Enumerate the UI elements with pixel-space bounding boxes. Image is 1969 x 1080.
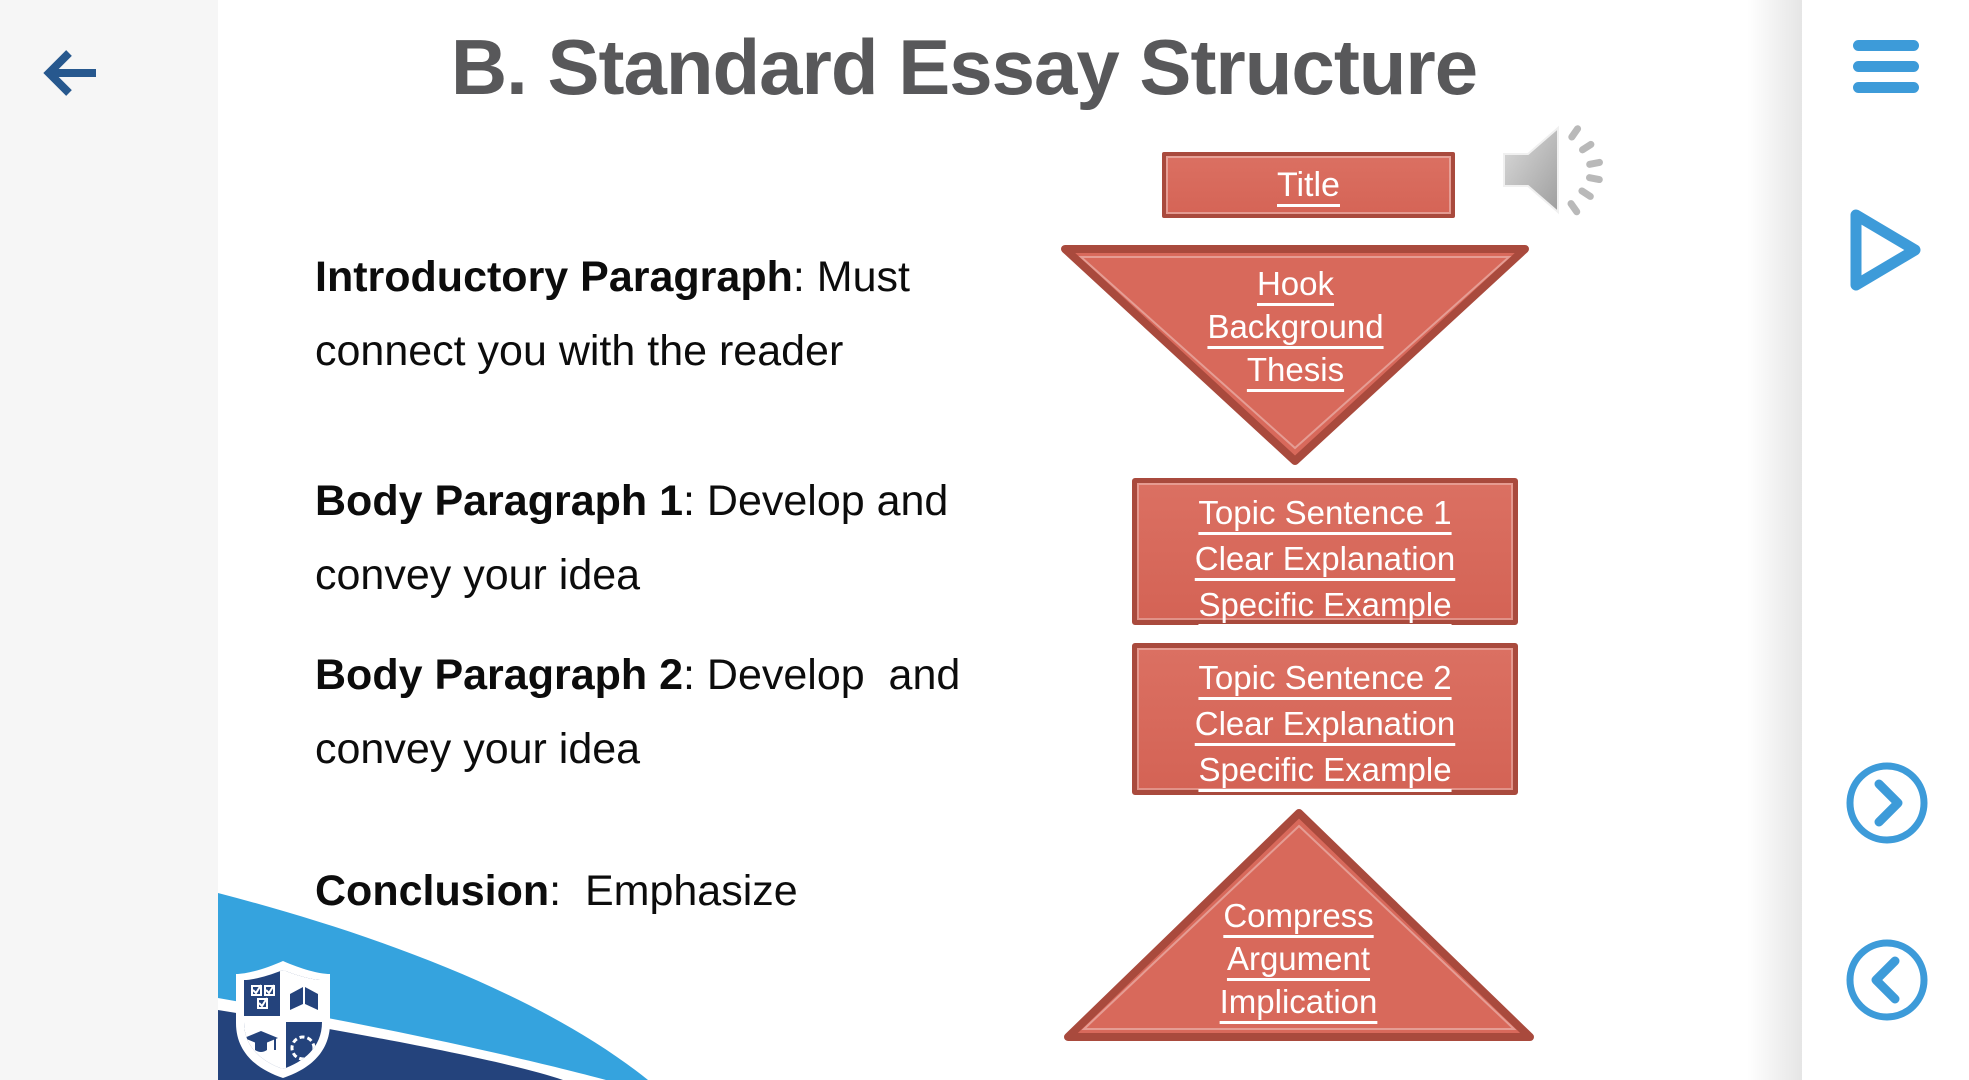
school-crest-logo — [236, 961, 330, 1078]
paragraph-lead: Introductory Paragraph — [315, 253, 793, 301]
slide-title: B. Standard Essay Structure — [450, 23, 1478, 111]
body-box-1: Topic Sentence 1 Clear Explanation Speci… — [1132, 478, 1518, 625]
box-line: Topic Sentence 1 — [1198, 494, 1452, 531]
body-box-2-text: Topic Sentence 2 Clear Explanation Speci… — [1137, 655, 1513, 793]
play-icon — [1847, 209, 1927, 299]
back-arrow-icon — [40, 50, 102, 107]
slide-canvas: B. Standard Essay Structure Introductory… — [218, 0, 1802, 1080]
diagram-title-label: Title — [1277, 165, 1340, 204]
paragraph-lead: Conclusion — [315, 867, 550, 915]
slide-edge-shadow — [1747, 0, 1802, 1080]
body-box-2: Topic Sentence 2 Clear Explanation Speci… — [1132, 643, 1518, 795]
box-line: Topic Sentence 2 — [1198, 659, 1452, 696]
paragraph-rest: : Develop and convey your idea — [315, 477, 961, 599]
conclusion-triangle-text: Compress Argument Implication — [1061, 894, 1536, 1023]
paragraph-introductory: Introductory Paragraph: Must connect you… — [315, 240, 1055, 388]
hamburger-menu-icon — [1851, 40, 1921, 99]
chevron-right-circle-icon — [1843, 762, 1931, 850]
paragraph-rest: : Emphasize — [549, 867, 798, 915]
triangle-line: Hook — [1256, 265, 1335, 302]
intro-triangle-text: Hook Background Thesis — [1058, 262, 1533, 391]
diagram-title-box: Title — [1162, 152, 1455, 218]
chevron-left-circle-icon — [1843, 939, 1931, 1027]
paragraph-rest: : Develop and convey your idea — [315, 651, 973, 773]
triangle-line: Argument — [1226, 940, 1371, 977]
triangle-line: Background — [1207, 308, 1384, 345]
left-margin — [0, 0, 218, 1080]
triangle-line: Implication — [1219, 983, 1378, 1020]
body-box-1-text: Topic Sentence 1 Clear Explanation Speci… — [1137, 490, 1513, 628]
triangle-line: Compress — [1223, 897, 1374, 934]
menu-button[interactable] — [1851, 38, 1921, 96]
back-button[interactable] — [40, 42, 102, 104]
paragraph-body-1: Body Paragraph 1: Develop and convey you… — [315, 464, 1055, 612]
paragraph-lead: Body Paragraph 1 — [315, 477, 683, 525]
box-line: Specific Example — [1198, 586, 1452, 623]
control-sidebar — [1802, 0, 1969, 1080]
audio-speaker-icon — [1502, 118, 1627, 222]
play-button[interactable] — [1847, 204, 1927, 296]
paragraph-lead: Body Paragraph 2 — [315, 651, 683, 699]
next-slide-button[interactable] — [1843, 759, 1931, 847]
paragraph-conclusion: Conclusion: Emphasize — [315, 854, 1055, 928]
previous-slide-button[interactable] — [1843, 936, 1931, 1024]
box-line: Specific Example — [1198, 751, 1452, 788]
paragraph-body-2: Body Paragraph 2: Develop and convey you… — [315, 638, 1055, 786]
box-line: Clear Explanation — [1194, 540, 1456, 577]
paragraph-rest: : Must connect you with the reader — [315, 253, 922, 375]
box-line: Clear Explanation — [1194, 705, 1456, 742]
triangle-line: Thesis — [1246, 351, 1345, 388]
